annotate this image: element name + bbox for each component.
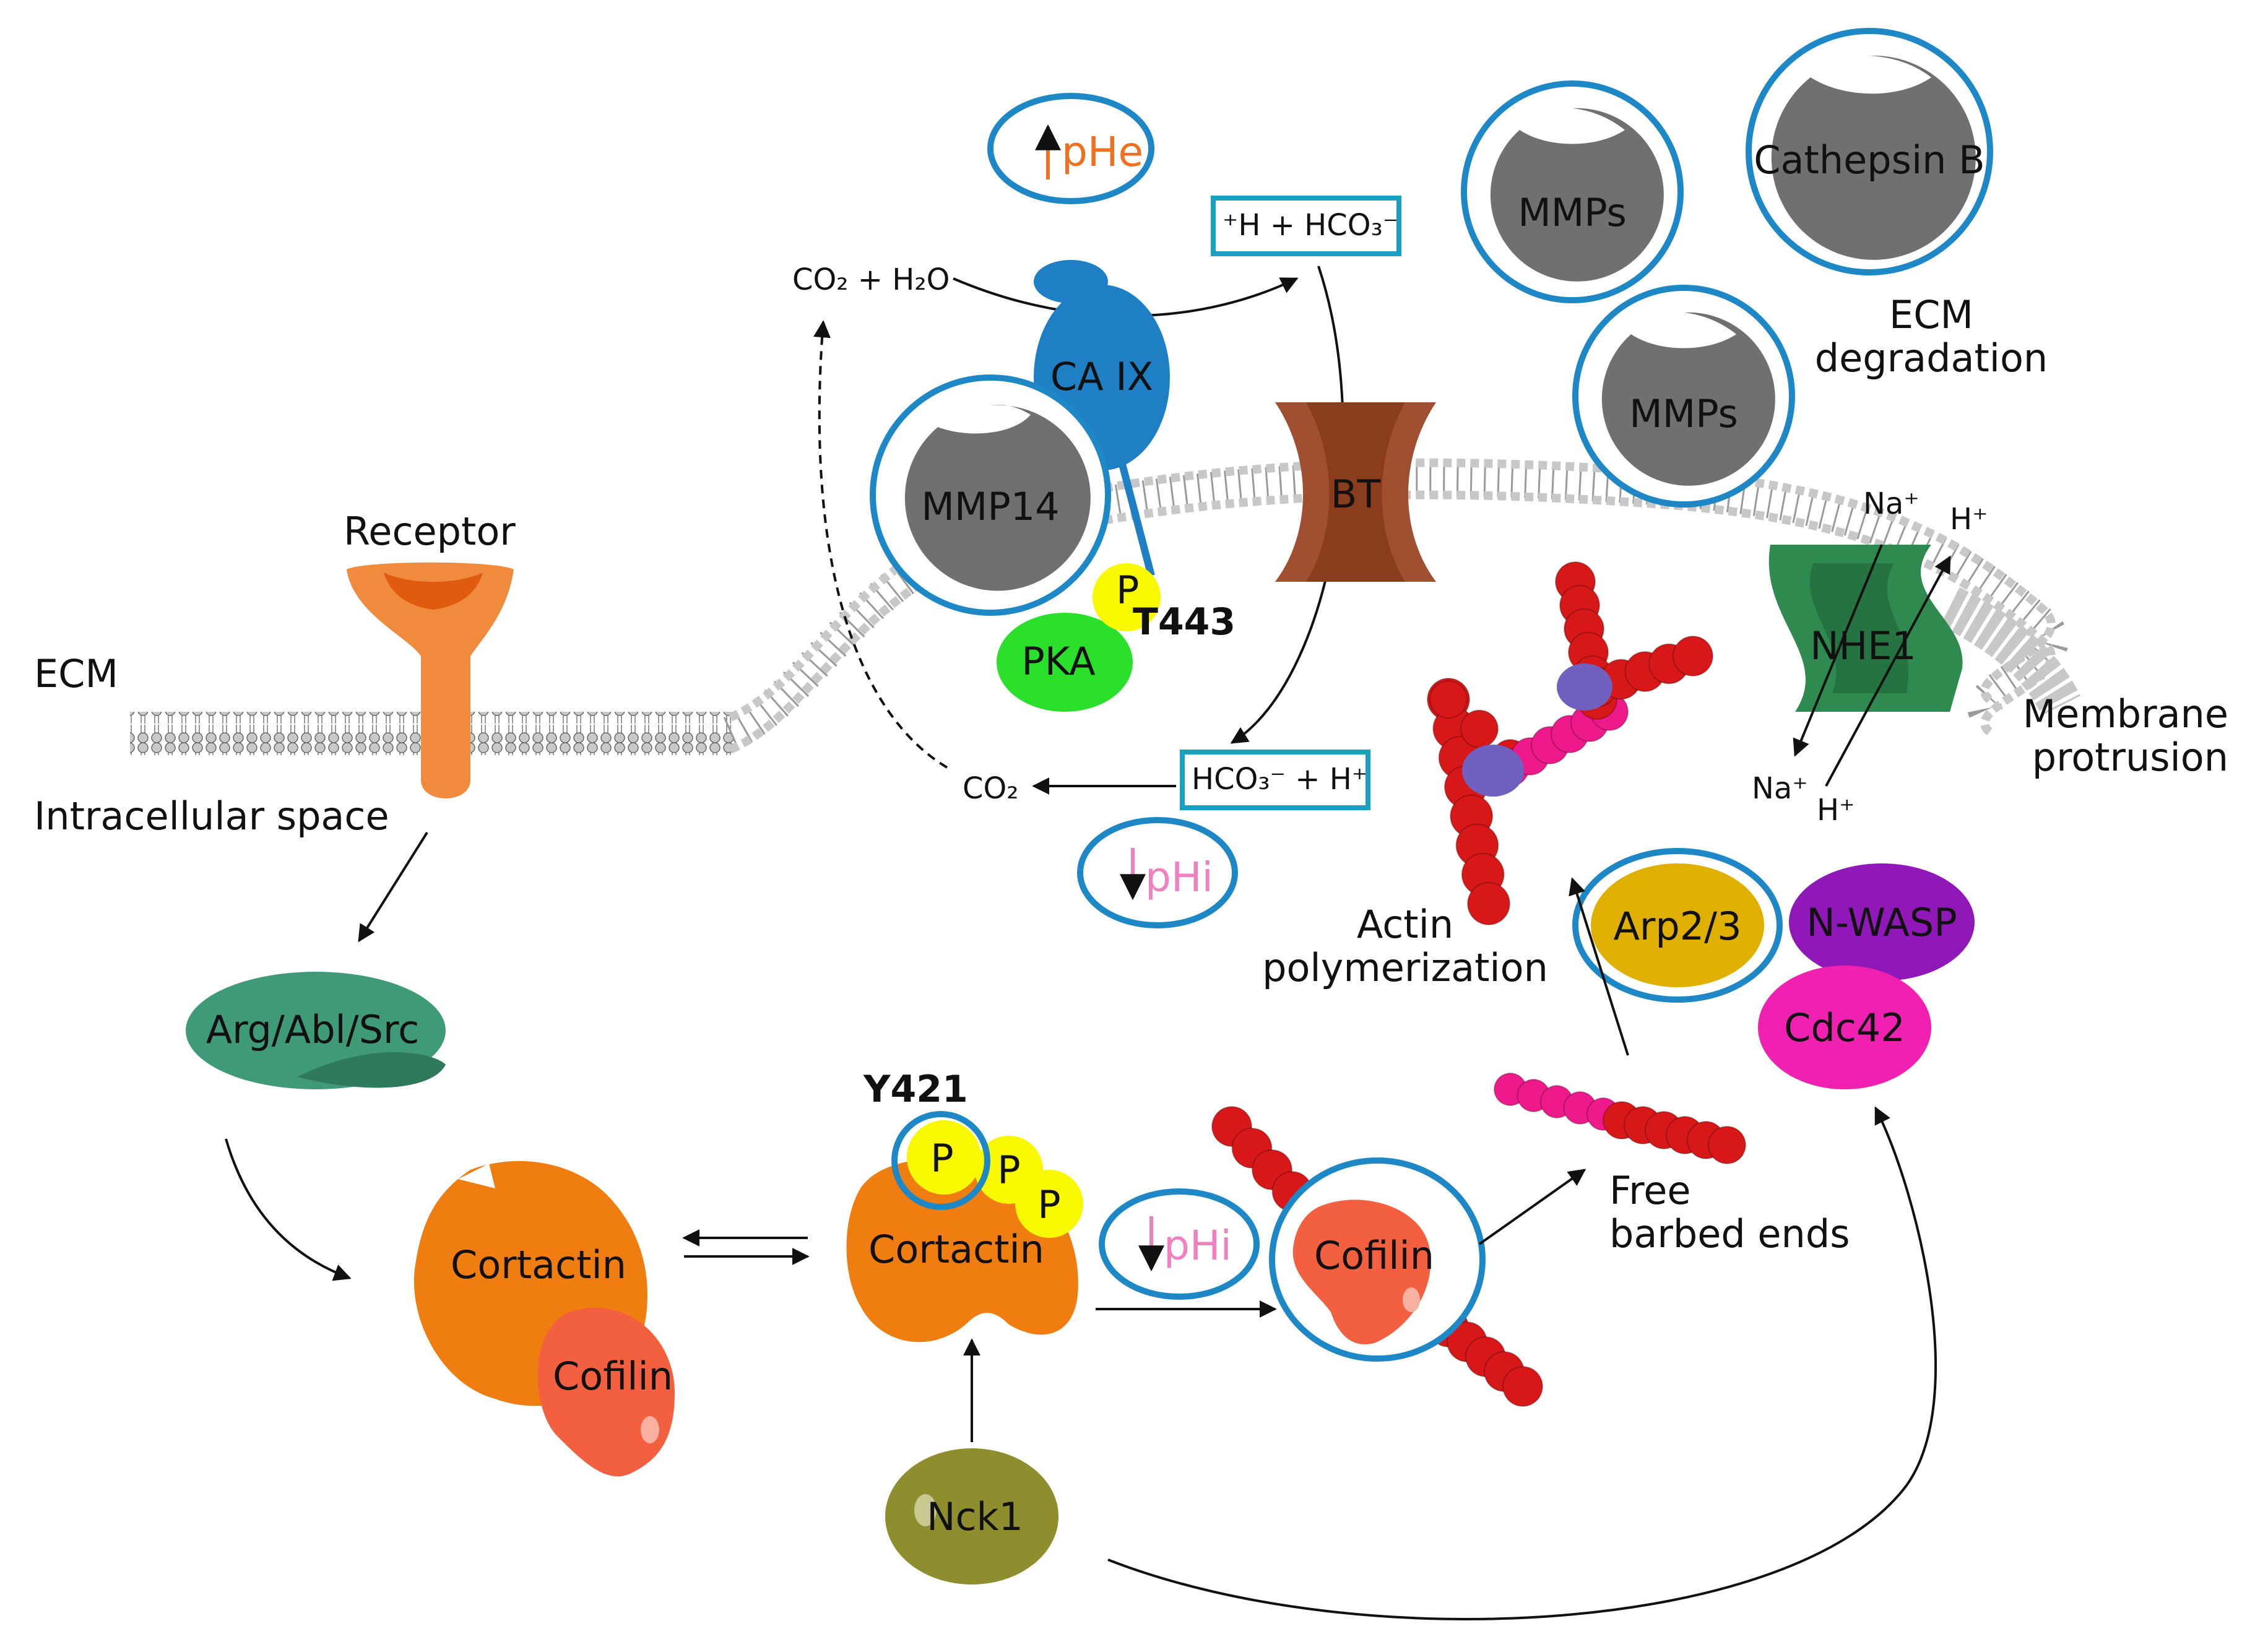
cofilin-left-label: Cofilin [553,1354,673,1399]
phe-indicator: pHe [987,93,1154,204]
hco3-h-bottom-text: HCO₃⁻ + H⁺ [1192,762,1367,797]
barbed-to-polymerization-arrow [1569,877,1629,1056]
ecm-degradation-label-2: degradation [1815,335,2048,381]
mmps-2-label: MMPs [1629,391,1738,436]
arp-branch-node [1462,745,1524,797]
na-in-arrow [1793,544,1883,757]
nwasp-protein: N-WASP [1789,863,1975,981]
nhe1-label: NHE1 [1810,623,1916,668]
mmps-1-protein: MMPs [1461,80,1684,303]
free-barbed-label-1: Free [1609,1168,1691,1213]
actin-monomer [1673,636,1713,677]
free-barbed-label-2: barbed ends [1609,1211,1850,1256]
phospho-y421: P [891,1111,990,1210]
pka-phospho-label: P [1116,568,1139,613]
ecm-degradation-label-1: ECM [1889,292,1973,337]
h-hco3-top-box: ⁺H + HCO₃⁻ [1211,196,1401,256]
actin-monomer [1467,882,1510,925]
na-bottom-label: Na⁺ [1752,771,1808,806]
ca9-label: CA IX [1050,354,1153,399]
y421-label: Y421 [863,1068,968,1111]
actin-monomer [1708,1126,1746,1164]
na-top-label: Na⁺ [1863,486,1920,521]
cortactin-cofilin-complex: Cortactin Cofilin [413,1161,675,1477]
membrane-protrusion-label-2: protrusion [2032,735,2228,780]
cortactin-right-label: Cortactin [868,1227,1044,1272]
receptor-to-kinase-arrow [358,831,428,943]
receptor-label: Receptor [344,509,516,554]
nhe1-transporter: NHE1 [1768,545,1963,712]
mmp14-label: MMP14 [921,484,1059,529]
phospho-2-label: P [997,1148,1020,1193]
phospho-group-2: P [975,1136,1043,1204]
cofilin-mid-protein: Cofilin [1269,1157,1486,1362]
phi-top-text: pHi [1145,854,1213,901]
mmps-1-label: MMPs [1518,190,1627,235]
phi-top-indicator: pHi [1077,817,1238,928]
membrane-protrusion-label-1: Membrane [2023,691,2228,737]
nck1-to-cdc42-arrow [1107,1106,1937,1620]
mmp14-protein: MMP14 [870,374,1111,616]
cdc42-protein: Cdc42 [1758,966,1931,1089]
intracellular-label: Intracellular space [34,793,389,839]
co2-recycle-arrow [813,320,948,769]
actin-polymerization-label-2: polymerization [1262,945,1548,990]
actin-polymerization-label-1: Actin [1357,902,1453,947]
hco3-h-bottom-box: HCO₃⁻ + H⁺ [1180,750,1370,810]
h-out-arrow [1825,555,1951,787]
cathepsin-label: Cathepsin B [1754,137,1984,183]
actin-network [1427,561,1713,925]
free-barbed-actin [1494,1073,1746,1164]
nck1-label: Nck1 [927,1494,1023,1539]
kinase-to-cortactin-arrow [225,1138,352,1281]
arg-abl-src-protein: Arg/Abl/Src [186,972,446,1089]
h-hco3-top-text: ⁺H + HCO₃⁻ [1223,208,1398,243]
cathepsin-protein: Cathepsin B [1746,28,1993,275]
nwasp-label: N-WASP [1806,900,1957,945]
cofilin-to-barbed-arrow [1478,1169,1586,1245]
bt-transporter: BT [1275,402,1436,582]
mmps-2-protein: MMPs [1572,285,1795,508]
co2-label: CO₂ [963,771,1019,806]
arp23-protein: Arp2/3 [1572,848,1783,1003]
bt-label: BT [1331,472,1382,517]
cofilin-mid-label: Cofilin [1314,1233,1434,1278]
actin-monomer [1460,709,1499,748]
arp23-label: Arp2/3 [1613,904,1741,949]
actin-monomer [1502,1366,1543,1407]
phi-bottom-text: pHi [1164,1222,1232,1269]
phe-text: pHe [1062,128,1143,176]
co2-h2o-label: CO₂ + H₂O [792,262,950,297]
arp-branch-node [1557,664,1612,711]
cdc42-label: Cdc42 [1784,1005,1905,1050]
cortactin-left-label: Cortactin [451,1242,626,1287]
ecm-label: ECM [34,651,118,696]
pka-phospho: P [1093,563,1161,631]
arg-abl-src-label: Arg/Abl/Src [206,1007,420,1052]
h-bottom-label: H⁺ [1817,793,1855,828]
h-top-label: H⁺ [1950,502,1988,537]
phi-bottom-indicator: pHi [1099,1188,1260,1300]
phospho-1-label: P [930,1136,953,1181]
t443-label: T443 [1133,600,1236,644]
phospho-3-label: P [1037,1182,1060,1227]
pka-protein: PKA [997,613,1133,712]
nck1-protein: Nck1 [885,1448,1058,1584]
actin-monomer [1429,680,1468,719]
pka-label: PKA [1021,639,1095,684]
receptor-shape [347,562,514,798]
